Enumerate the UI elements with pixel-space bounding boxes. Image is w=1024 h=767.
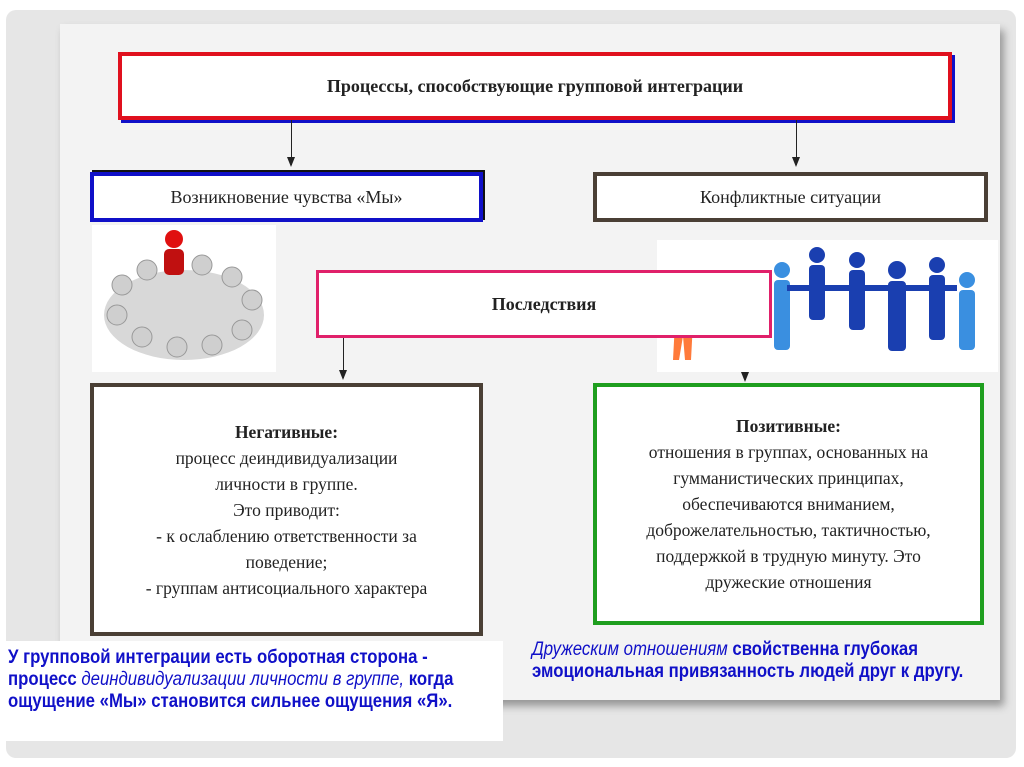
consequences-box: Последствия — [316, 270, 772, 338]
arrow-to-negative — [339, 338, 347, 380]
positive-line: поддержкой в трудную минуту. Это — [656, 546, 921, 566]
note-left-text-end: когда ощущение «Мы» становится сильнее о… — [8, 668, 454, 712]
negative-heading: Негативные: — [234, 421, 339, 442]
positive-heading: Позитивные: — [736, 416, 841, 436]
positive-line: доброжелательностью, тактичностью, — [646, 520, 931, 540]
negative-line: личности в группе. — [215, 473, 358, 494]
people-circle-illustration — [104, 230, 264, 360]
note-left-text: У групповой интеграции есть оборотная ст… — [8, 646, 428, 690]
arrow-to-positive — [741, 372, 749, 382]
note-left-bg — [0, 641, 503, 741]
positive-line: обеспечиваются вниманием, — [682, 494, 895, 514]
negative-line: процесс деиндивидуализации — [175, 447, 398, 468]
note-left-italic: деиндивидуализации личности в группе, — [81, 668, 405, 690]
note-right-italic: Дружеским отношениям — [532, 638, 728, 660]
note-right-text: свойственна глубокая эмоциональная привя… — [532, 638, 964, 682]
negative-line: поведение; — [245, 551, 328, 572]
arrow-down-left — [287, 120, 295, 167]
positive-line: гумманистических принципах, — [673, 468, 904, 488]
positive-line: дружеские отношения — [705, 572, 872, 592]
title-text: Процессы, способствующие групповой интег… — [326, 75, 744, 96]
negative-line: - к ослаблению ответственности за — [156, 525, 417, 546]
group-circle-image — [92, 225, 276, 372]
we-feeling-box: Возникновение чувства «Мы» — [90, 172, 483, 222]
we-feeling-text: Возникновение чувства «Мы» — [170, 186, 403, 207]
negative-line: - группам антисоциального характера — [145, 577, 428, 598]
positive-box: Позитивные: отношения в группах, основан… — [593, 383, 984, 625]
arrow-down-right — [792, 120, 800, 167]
note-right: Дружеским отношениям свойственна глубока… — [532, 638, 1001, 682]
conflict-text: Конфликтные ситуации — [699, 186, 882, 207]
conflict-box: Конфликтные ситуации — [593, 172, 988, 222]
negative-line: Это приводит: — [233, 499, 340, 520]
negative-box: Негативные: процесс деиндивидуализации л… — [90, 383, 483, 636]
note-left: У групповой интеграции есть оборотная ст… — [8, 646, 498, 712]
positive-line: отношения в группах, основанных на — [648, 442, 929, 462]
consequences-text: Последствия — [491, 293, 597, 314]
title-box: Процессы, способствующие групповой интег… — [118, 52, 952, 120]
